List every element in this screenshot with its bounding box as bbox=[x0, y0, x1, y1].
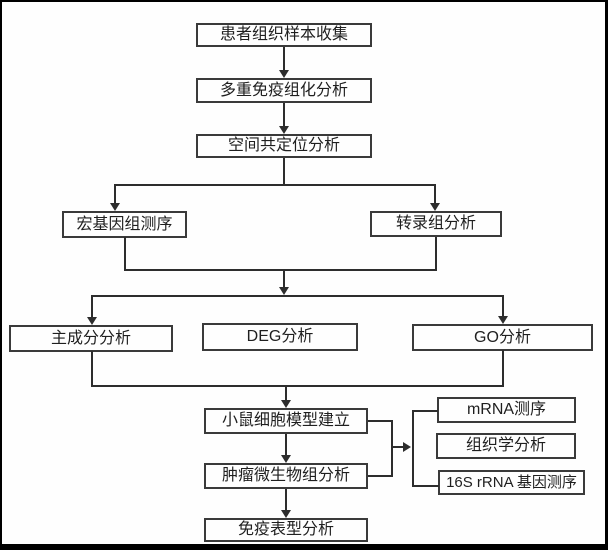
edge-bracket1-arrow-line bbox=[393, 446, 403, 448]
edge-microbiome-to-immuno bbox=[285, 489, 287, 512]
node-tumor-microbiome-analysis: 肿瘤微生物组分析 bbox=[204, 463, 368, 489]
edge-bracket1-vertical bbox=[391, 420, 393, 477]
edge-transcriptome-drop bbox=[435, 237, 437, 271]
edge-metagenome-drop bbox=[124, 237, 126, 271]
arrowhead-down bbox=[281, 400, 291, 408]
edge-bracket2-vertical bbox=[412, 410, 414, 487]
node-label: 空间共定位分析 bbox=[227, 137, 340, 154]
node-label: 16S rRNA 基因测序 bbox=[446, 474, 577, 491]
arrowhead-down bbox=[279, 126, 289, 134]
edge-mihc-to-colocal bbox=[283, 103, 285, 127]
edge-bracket1-bottom bbox=[368, 475, 393, 477]
node-go-analysis: GO分析 bbox=[412, 324, 593, 351]
arrowhead-down bbox=[498, 316, 508, 324]
node-collect-samples: 患者组织样本收集 bbox=[196, 23, 372, 47]
arrowhead-right bbox=[403, 442, 411, 452]
arrowhead-down bbox=[279, 287, 289, 295]
node-16s-rrna-sequencing: 16S rRNA 基因测序 bbox=[438, 470, 585, 495]
arrowhead-down bbox=[110, 203, 120, 211]
arrowhead-down bbox=[281, 510, 291, 518]
node-multiplex-ihc: 多重免疫组化分析 bbox=[196, 78, 372, 103]
edge-merge1-stem bbox=[283, 269, 285, 288]
edge-fork2-bar bbox=[91, 295, 504, 297]
arrowhead-down bbox=[87, 317, 97, 325]
edge-merge2-bar bbox=[91, 385, 504, 387]
node-label: 转录组分析 bbox=[395, 215, 476, 232]
edge-merge2-stem bbox=[285, 385, 287, 401]
edge-mouse-to-microbiome bbox=[285, 434, 287, 457]
node-label: 小鼠细胞模型建立 bbox=[221, 412, 350, 429]
node-pca-analysis: 主成分分析 bbox=[9, 325, 173, 352]
edge-bracket2-bottom-stub bbox=[412, 485, 439, 487]
node-mouse-cell-model: 小鼠细胞模型建立 bbox=[204, 408, 368, 434]
edge-fork1-right bbox=[434, 184, 436, 204]
edge-fork1-left bbox=[114, 184, 116, 204]
node-label: 多重免疫组化分析 bbox=[219, 81, 348, 99]
node-label: DEG分析 bbox=[246, 328, 314, 345]
node-label: GO分析 bbox=[474, 328, 531, 346]
node-label: 患者组织样本收集 bbox=[219, 26, 348, 43]
node-deg-analysis: DEG分析 bbox=[202, 323, 358, 351]
node-mrna-sequencing: mRNA测序 bbox=[437, 397, 576, 423]
node-label: 主成分分析 bbox=[50, 329, 131, 347]
arrowhead-down bbox=[430, 203, 440, 211]
node-label: mRNA测序 bbox=[466, 401, 547, 418]
edge-collect-to-mihc bbox=[283, 47, 285, 71]
edge-fork2-right bbox=[502, 295, 504, 317]
edge-colocal-stem bbox=[283, 158, 285, 186]
arrowhead-down bbox=[279, 70, 289, 78]
node-immunophenotype-analysis: 免疫表型分析 bbox=[204, 518, 368, 542]
edge-bracket1-top bbox=[368, 420, 393, 422]
edge-fork2-left bbox=[91, 295, 93, 318]
node-label: 组织学分析 bbox=[465, 437, 546, 454]
node-spatial-colocalization: 空间共定位分析 bbox=[196, 134, 372, 158]
node-metagenome-sequencing: 宏基因组测序 bbox=[62, 211, 187, 238]
node-transcriptome-analysis: 转录组分析 bbox=[370, 211, 502, 237]
edge-bracket2-top-stub bbox=[412, 410, 438, 412]
node-label: 肿瘤微生物组分析 bbox=[221, 467, 350, 484]
node-label: 免疫表型分析 bbox=[237, 521, 334, 538]
node-histology-analysis: 组织学分析 bbox=[436, 433, 576, 459]
edge-pca-drop bbox=[91, 351, 93, 387]
edge-fork1-bar bbox=[114, 184, 436, 186]
node-label: 宏基因组测序 bbox=[76, 215, 173, 233]
arrowhead-down bbox=[281, 455, 291, 463]
edge-merge1-bar bbox=[124, 269, 437, 271]
edge-go-drop bbox=[502, 350, 504, 387]
